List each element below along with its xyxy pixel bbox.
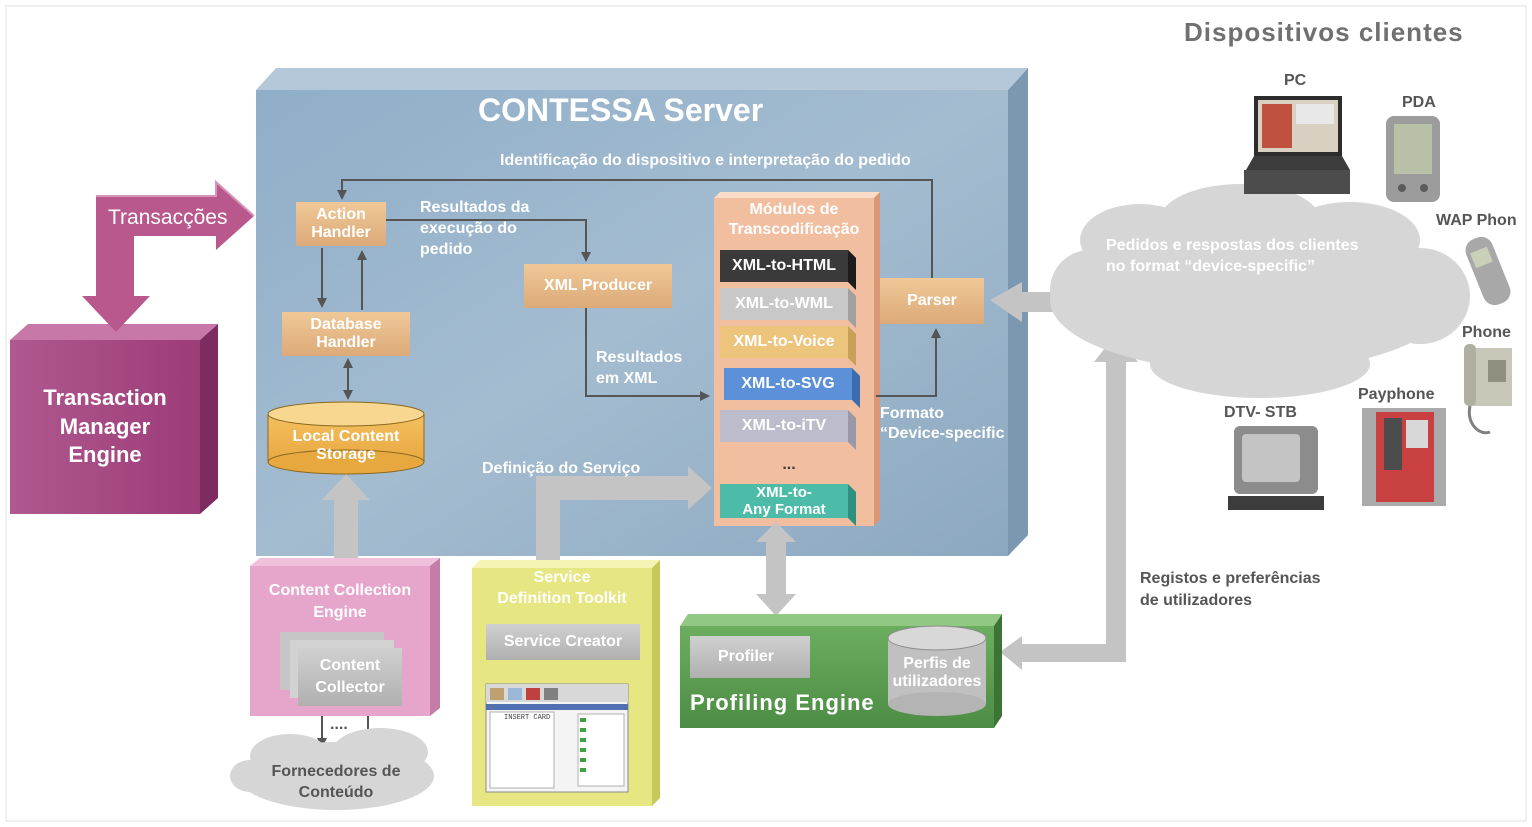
identification-label: Identificação do dispositivo e interpret… [500, 152, 911, 169]
service-toolkit-block [472, 560, 660, 806]
toolkit-title-line-1: Service [533, 569, 591, 586]
xml-results-line-2: em XML [596, 369, 658, 387]
content-providers-label: Fornecedores de Conteúdo [240, 762, 432, 804]
action-handler: Action Handler [296, 202, 386, 246]
service-creator: Service Creator [503, 632, 623, 650]
device-label-pc: PC [1284, 72, 1307, 89]
providers-line-2: Conteúdo [298, 783, 374, 801]
dtv-stb-device-icon [1228, 426, 1324, 510]
pda-device-icon [1386, 116, 1440, 202]
device-label-dtv-stb: DTV- STB [1224, 404, 1297, 421]
results-line-2: execução do [420, 219, 517, 237]
client-cloud-label: Pedidos e respostas dos clientes no form… [1106, 236, 1359, 278]
xml-producer: XML Producer [543, 276, 653, 294]
results-line-3: pedido [420, 240, 473, 258]
content-collection-line-1: Content Collection [268, 582, 412, 599]
cloud-line-1: Pedidos e respostas dos clientes [1106, 237, 1359, 254]
pc-device-icon [1244, 96, 1350, 194]
database-handler-line-2: Handler [316, 334, 376, 351]
results-line-1: Resultados da [420, 199, 530, 216]
transactions-arrow [82, 179, 255, 332]
client-cloud [1050, 184, 1470, 398]
page-title: Dispositivos clientes [1184, 17, 1464, 47]
cloud-line-2: no format “device-specific” [1106, 257, 1315, 275]
phone-device-icon [1464, 344, 1512, 435]
transaction-engine-label: Transaction Manager Engine [10, 384, 200, 470]
database-handler-line-1: Database [310, 315, 382, 333]
toolkit-screenshot-caption: INSERT CARD [504, 714, 551, 722]
module-xml-to-itv: XML-to-iTV [741, 416, 827, 434]
transaction-engine-line-1: Transaction [43, 385, 167, 410]
transcoding-title-line-2: Transcodificação [728, 221, 860, 238]
profiler-box: Profiler [718, 647, 775, 665]
profiles-line-2: utilizadores [892, 673, 982, 690]
profiling-engine-title: Profiling Engine [690, 690, 875, 715]
transaction-engine-line-2: Manager [59, 413, 151, 439]
format-line-2: “Device-specific [880, 425, 1005, 442]
transcoding-title: Módulos de Transcodificação [714, 200, 874, 240]
providers-line-1: Fornecedores de [271, 763, 401, 780]
content-collection-block [250, 558, 440, 716]
transcoder-modules [720, 250, 860, 526]
payphone-device-icon [1362, 408, 1446, 506]
local-storage-cylinder [267, 401, 425, 475]
content-collector: Content Collector [298, 650, 402, 704]
content-collection-line-2: Engine [313, 604, 367, 622]
registry-line-1: Registos e preferências [1140, 570, 1321, 587]
registry-label: Registos e preferências de utilizadores [1140, 568, 1321, 611]
handler-boxes [282, 202, 984, 356]
providers-cloud [230, 728, 434, 810]
module-xml-to-wml: XML-to-WML [735, 294, 833, 312]
module-xml-to-any-format: XML-to- Any Format [720, 484, 848, 518]
profiling-engine-block [680, 614, 1002, 728]
local-content-storage: Local Content Storage [268, 424, 424, 468]
registry-line-2: de utilizadores [1140, 591, 1253, 609]
transaction-engine-block [10, 324, 218, 514]
xml-results-label: Resultados em XML [596, 348, 682, 390]
device-label-wap-phone: WAP Phon [1436, 212, 1517, 229]
parser-box: Parser [907, 291, 957, 309]
module-xml-to-voice: XML-to-Voice [733, 332, 835, 350]
content-collector-line-1: Content [319, 656, 381, 674]
user-profiles-store: Perfis de utilizadores [884, 650, 990, 696]
collector-dots: .... [330, 716, 348, 733]
xml-results-line-1: Resultados [596, 349, 683, 366]
transaction-engine-line-3: Engine [68, 442, 142, 468]
service-definition-label: Definição do Serviço [482, 460, 641, 477]
database-handler: Database Handler [282, 312, 410, 356]
server-title: CONTESSA Server [478, 92, 764, 128]
format-line-1: Formato [880, 405, 944, 422]
service-toolkit-title: Service Definition Toolkit [472, 568, 652, 610]
transactions-label: Transacções [108, 206, 228, 229]
module-xml-to-html: XML-to-HTML [732, 256, 836, 274]
content-collector-line-2: Collector [315, 679, 385, 696]
local-storage-line-2: Storage [316, 446, 376, 463]
device-label-pda: PDA [1402, 94, 1436, 111]
content-collection-title: Content Collection Engine [250, 580, 430, 625]
modules-ellipsis: ... [782, 456, 796, 473]
toolkit-title-line-2: Definition Toolkit [497, 589, 627, 607]
results-label: Resultados da execução do pedido [420, 198, 529, 260]
profiles-line-1: Perfis de [903, 654, 971, 672]
action-handler-line-1: Action [316, 205, 366, 223]
action-handler-line-2: Handler [311, 224, 371, 241]
any-format-line-1: XML-to- [756, 483, 812, 501]
any-format-line-2: Any Format [742, 501, 826, 518]
transcoding-title-line-1: Módulos de [749, 201, 839, 218]
format-label: Formato “Device-specific [880, 404, 1005, 444]
module-xml-to-svg: XML-to-SVG [741, 374, 835, 392]
wap-phone-icon [1465, 236, 1511, 306]
device-label-phone: Phone [1462, 324, 1511, 341]
local-storage-line-1: Local Content [292, 427, 400, 445]
device-label-payphone: Payphone [1358, 386, 1435, 403]
